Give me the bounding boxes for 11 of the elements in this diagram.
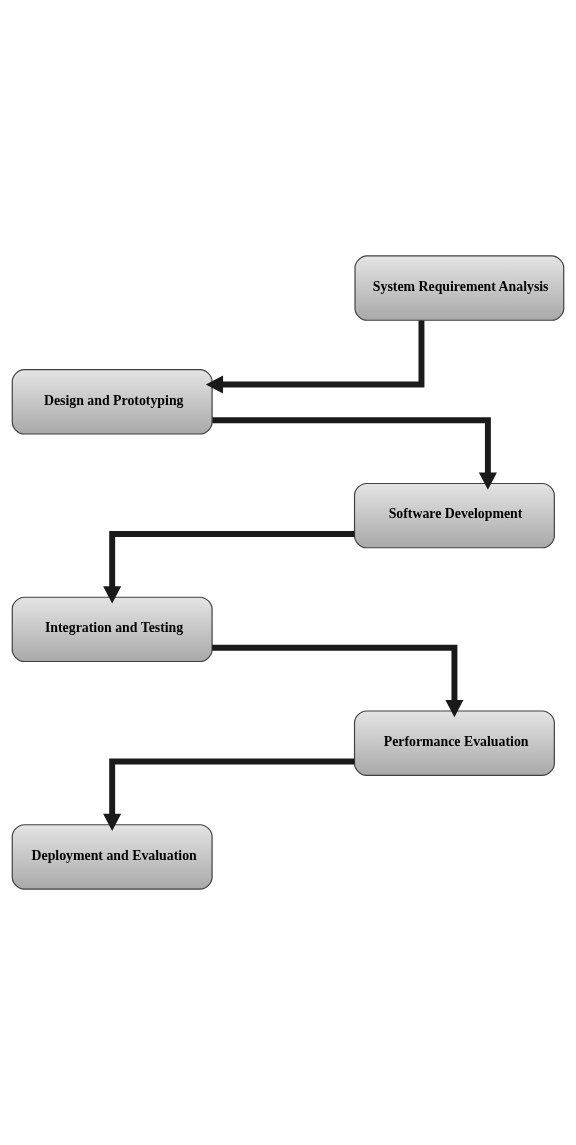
node-box: Integration and Testing: [11, 596, 213, 663]
arrow: [212, 644, 464, 718]
arrow: [103, 530, 355, 604]
node-box: System Requirement Analysis: [354, 255, 565, 321]
arrow: [205, 320, 425, 394]
node-box: Software Development: [353, 482, 555, 549]
node-box: Performance Evaluation: [353, 710, 555, 776]
arrow: [212, 417, 497, 490]
node-box: Deployment and Evaluation: [11, 824, 213, 890]
arrow: [103, 758, 355, 831]
node-box: Design and Prototyping: [11, 369, 213, 435]
